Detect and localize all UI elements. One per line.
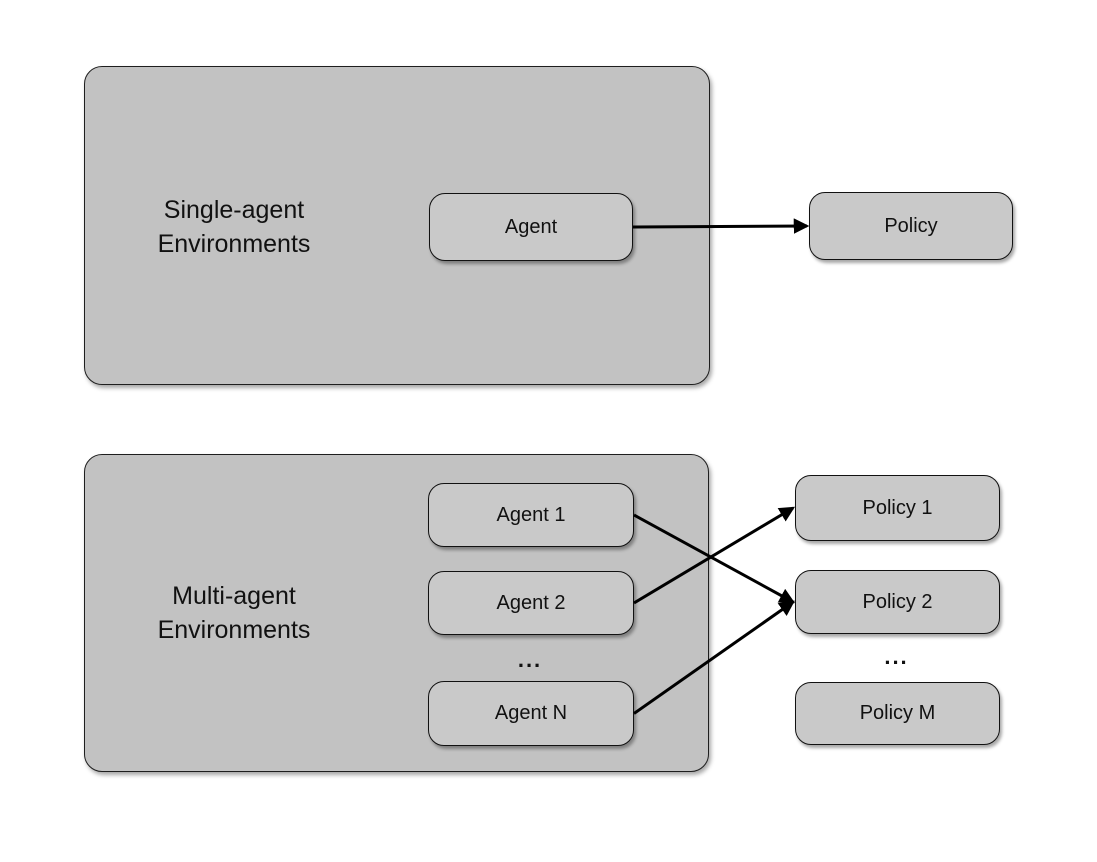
policy-node: Policy: [809, 192, 1013, 260]
policies-ellipsis: ...: [884, 644, 909, 669]
node-label: Policy M: [859, 702, 936, 724]
agent-node: Agent: [429, 193, 633, 261]
section-label-line: Environments: [157, 230, 311, 258]
node-label: Policy 2: [862, 590, 933, 613]
section-label-line: Multi-agent: [172, 582, 296, 610]
multi-agent-environments-container: Multi-agent Environments Agent 1 Agent 2…: [84, 454, 709, 772]
policy-m-node: Policy M: [795, 682, 1000, 745]
section-label-multi: Multi-agent Environments: [94, 579, 374, 647]
section-label-line: Single-agent: [163, 196, 305, 224]
agent-1-node: Agent 1: [428, 483, 634, 547]
node-label: Agent 1: [496, 503, 566, 526]
agent-n-node: Agent N: [428, 681, 634, 746]
section-label-line: Environments: [157, 616, 311, 644]
policy-1-node: Policy 1: [795, 475, 1000, 541]
node-label: Agent N: [494, 702, 568, 724]
node-label: Agent 2: [496, 591, 566, 614]
policy-2-node: Policy 2: [795, 570, 1000, 634]
node-label: Policy: [884, 214, 938, 237]
section-label-single: Single-agent Environments: [94, 193, 374, 261]
single-agent-environments-container: Single-agent Environments Agent: [84, 66, 710, 385]
node-label: Agent: [504, 215, 558, 238]
node-label: Policy 1: [862, 496, 933, 519]
agents-ellipsis: ...: [517, 647, 543, 672]
agent-2-node: Agent 2: [428, 571, 634, 635]
